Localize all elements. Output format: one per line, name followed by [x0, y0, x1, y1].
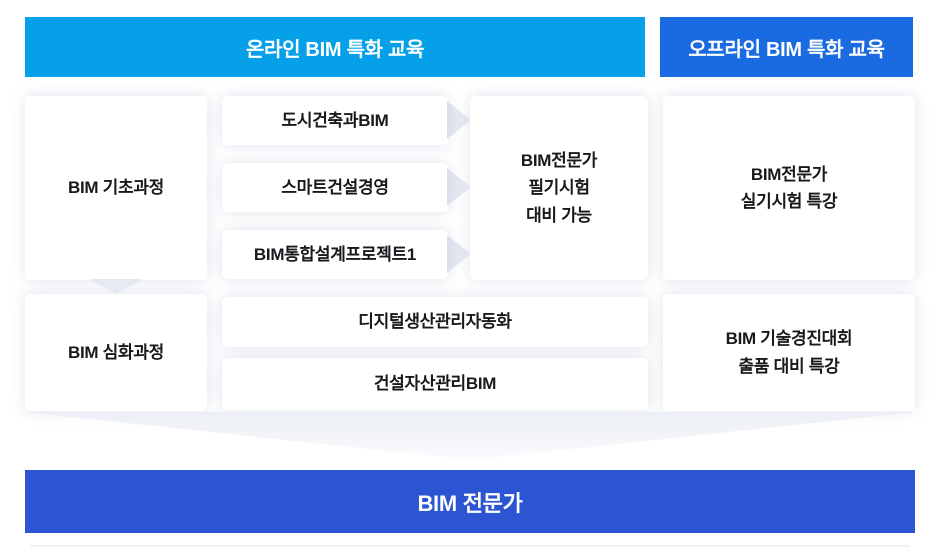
box-subject-construction-asset-bim: 건설자산관리BIM	[222, 358, 648, 410]
subject-label: 건설자산관리BIM	[373, 374, 497, 394]
online-track-header: 온라인 BIM 특화 교육	[25, 17, 645, 77]
box-practical-exam-lecture: BIM전문가 실기시험 특강	[663, 96, 915, 280]
chevron-right-icon	[447, 101, 471, 139]
box-subject-smart-construction-mgmt: 스마트건설경영	[222, 163, 448, 212]
online-track-header-label: 온라인 BIM 특화 교육	[245, 38, 425, 61]
box-subject-urban-architecture-bim: 도시건축과BIM	[222, 96, 448, 145]
box-bim-basic-course: BIM 기초과정	[25, 96, 207, 280]
competition-lecture-label: BIM 기술경진대회 출품 대비 특강	[725, 329, 853, 376]
down-arrow-icon	[89, 279, 143, 294]
subject-label: 스마트건설경영	[281, 177, 389, 197]
box-subject-digital-production-automation: 디지털생산관리자동화	[222, 297, 648, 347]
offline-track-header-label: 오프라인 BIM 특화 교육	[688, 38, 885, 61]
subject-label: 도시건축과BIM	[281, 110, 389, 130]
written-exam-outcome-label: BIM전문가 필기시험 대비 가능	[520, 151, 598, 225]
chevron-right-icon	[447, 168, 471, 206]
box-competition-lecture: BIM 기술경진대회 출품 대비 특강	[663, 294, 915, 411]
subject-label: BIM통합설계프로젝트1	[253, 244, 417, 264]
big-down-arrow-icon	[25, 412, 915, 460]
bim-basic-course-label: BIM 기초과정	[67, 178, 165, 198]
offline-track-header: 오프라인 BIM 특화 교육	[660, 17, 913, 77]
bim-expert-title: BIM 전문가	[417, 490, 523, 516]
subject-label: 디지털생산관리자동화	[358, 312, 512, 332]
chevron-right-icon	[447, 235, 471, 273]
box-bim-advanced-course: BIM 심화과정	[25, 294, 207, 411]
box-subject-bim-integrated-design: BIM통합설계프로젝트1	[222, 230, 448, 279]
box-written-exam-outcome: BIM전문가 필기시험 대비 가능	[470, 96, 648, 280]
bottom-divider	[30, 545, 910, 547]
footer-bar: BIM 전문가	[25, 470, 915, 533]
practical-exam-lecture-label: BIM전문가 실기시험 특강	[740, 164, 838, 211]
bim-advanced-course-label: BIM 심화과정	[67, 342, 165, 362]
